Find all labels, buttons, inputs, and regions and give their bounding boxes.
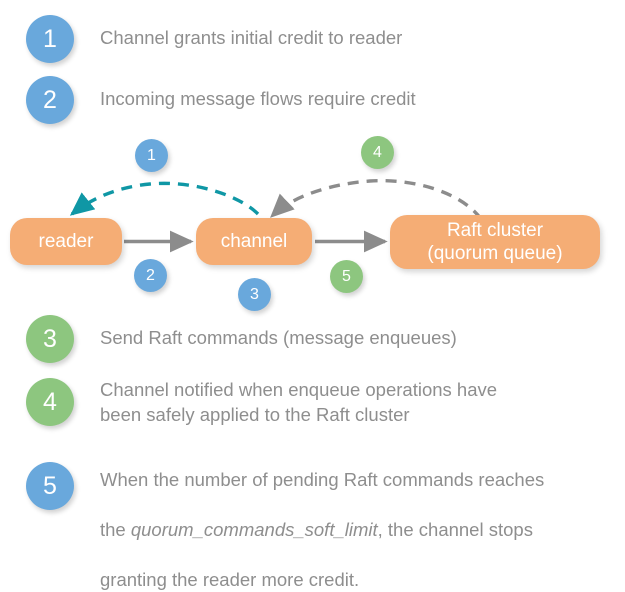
legend-badge-2: 2 [26, 76, 74, 124]
legend-text-4: Channel notified when enqueue operations… [100, 379, 498, 425]
node-reader-label: reader [38, 231, 94, 252]
legend-badge-1: 1 [26, 15, 74, 63]
node-reader[interactable]: reader [10, 218, 122, 265]
legend-text-2: Incoming message flows require credit [100, 88, 416, 109]
node-channel-label: channel [220, 231, 288, 252]
node-raft-cluster-label: Raft cluster (quorum queue) [427, 220, 563, 264]
legend-badge-3: 3 [26, 315, 74, 363]
legend-item-1: 1 Channel grants initial credit to reade… [26, 15, 402, 63]
legend-item-2: 2 Incoming message flows require credit [26, 76, 416, 124]
legend-text-5: When the number of pending Raft commands… [100, 442, 544, 592]
legend-item-4: 4 Channel notified when enqueue operatio… [26, 378, 497, 427]
legend-item-3: 3 Send Raft commands (message enqueues) [26, 315, 457, 363]
node-channel[interactable]: channel [196, 218, 312, 265]
legend-text-5-line3: granting the reader more credit. [100, 569, 360, 590]
diagram-badge-1: 1 [135, 139, 168, 172]
legend-badge-4: 4 [26, 378, 74, 426]
legend-badge-5: 5 [26, 462, 74, 510]
legend-text-5-line2-prefix: the [100, 519, 131, 540]
legend-text-3: Send Raft commands (message enqueues) [100, 327, 457, 348]
node-raft-cluster[interactable]: Raft cluster (quorum queue) [390, 215, 600, 269]
legend-text-5-emphasis: quorum_commands_soft_limit [130, 519, 378, 540]
diagram-badge-4: 4 [361, 136, 394, 169]
legend-text-5-line1: When the number of pending Raft commands… [100, 469, 545, 490]
diagram-badge-2: 2 [134, 259, 167, 292]
diagram-badge-5: 3 [238, 278, 271, 311]
legend-text-1: Channel grants initial credit to reader [100, 27, 403, 48]
legend-item-5: 5 When the number of pending Raft comman… [26, 443, 544, 592]
legend-text-5-line2-suffix: , the channel stops [377, 519, 533, 540]
diagram-badge-3: 5 [330, 260, 363, 293]
